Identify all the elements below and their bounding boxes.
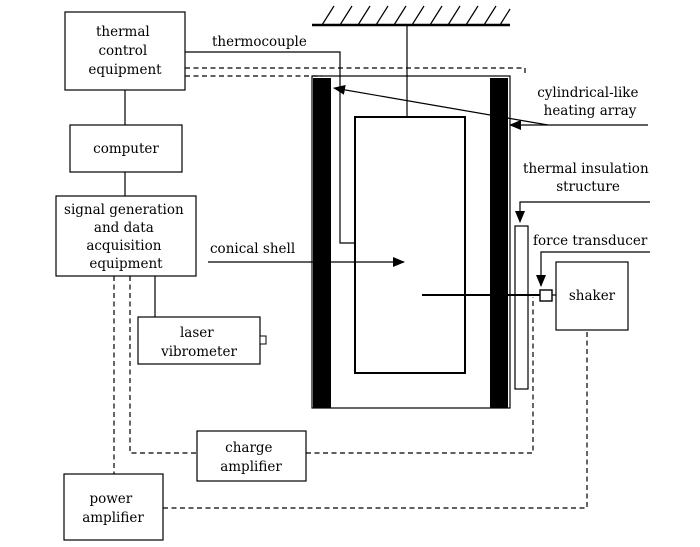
link-signal-charge xyxy=(129,276,197,454)
signal-generation-label: signal generation and data acquisition e… xyxy=(64,202,188,272)
power-amplifier-box xyxy=(63,473,164,541)
force-transducer-label: force transducer xyxy=(533,233,648,249)
force-transducer-block xyxy=(539,289,553,302)
charge-amplifier-label: charge amplifier xyxy=(220,440,282,475)
signal-generation-box xyxy=(55,195,197,277)
thermocouple-label: thermocouple xyxy=(212,34,307,50)
computer-box xyxy=(69,124,183,173)
heating-array-arrow-left xyxy=(333,84,549,126)
shaker-box xyxy=(555,261,629,331)
thermal-control-box xyxy=(64,11,186,91)
shaker-label: shaker xyxy=(569,288,616,304)
heating-array-left xyxy=(313,78,331,408)
thermal-control-label: thermal control equipment xyxy=(88,24,162,78)
thermal-insulation-structure xyxy=(514,225,529,390)
laser-lens xyxy=(259,335,267,345)
conical-shell-label: conical shell xyxy=(210,241,295,257)
charge-amplifier-box xyxy=(196,430,307,482)
laser-vibrometer-box xyxy=(137,316,261,365)
laser-vibrometer-label: laser vibrometer xyxy=(160,325,237,360)
ceiling-support xyxy=(312,5,511,27)
conical-shell-specimen xyxy=(354,116,466,374)
power-amplifier-label: power amplifier xyxy=(82,491,144,526)
heating-array-label: cylindrical-like heating array xyxy=(537,85,643,119)
heating-control-line-right xyxy=(185,67,526,76)
heating-array-right xyxy=(490,78,508,408)
thermal-insulation-label: thermal insulation structure xyxy=(523,161,653,195)
thermocouple-wire xyxy=(185,51,355,244)
insulation-arrow xyxy=(515,201,650,223)
force-transducer-arrow xyxy=(536,251,650,287)
computer-label: computer xyxy=(93,141,159,157)
